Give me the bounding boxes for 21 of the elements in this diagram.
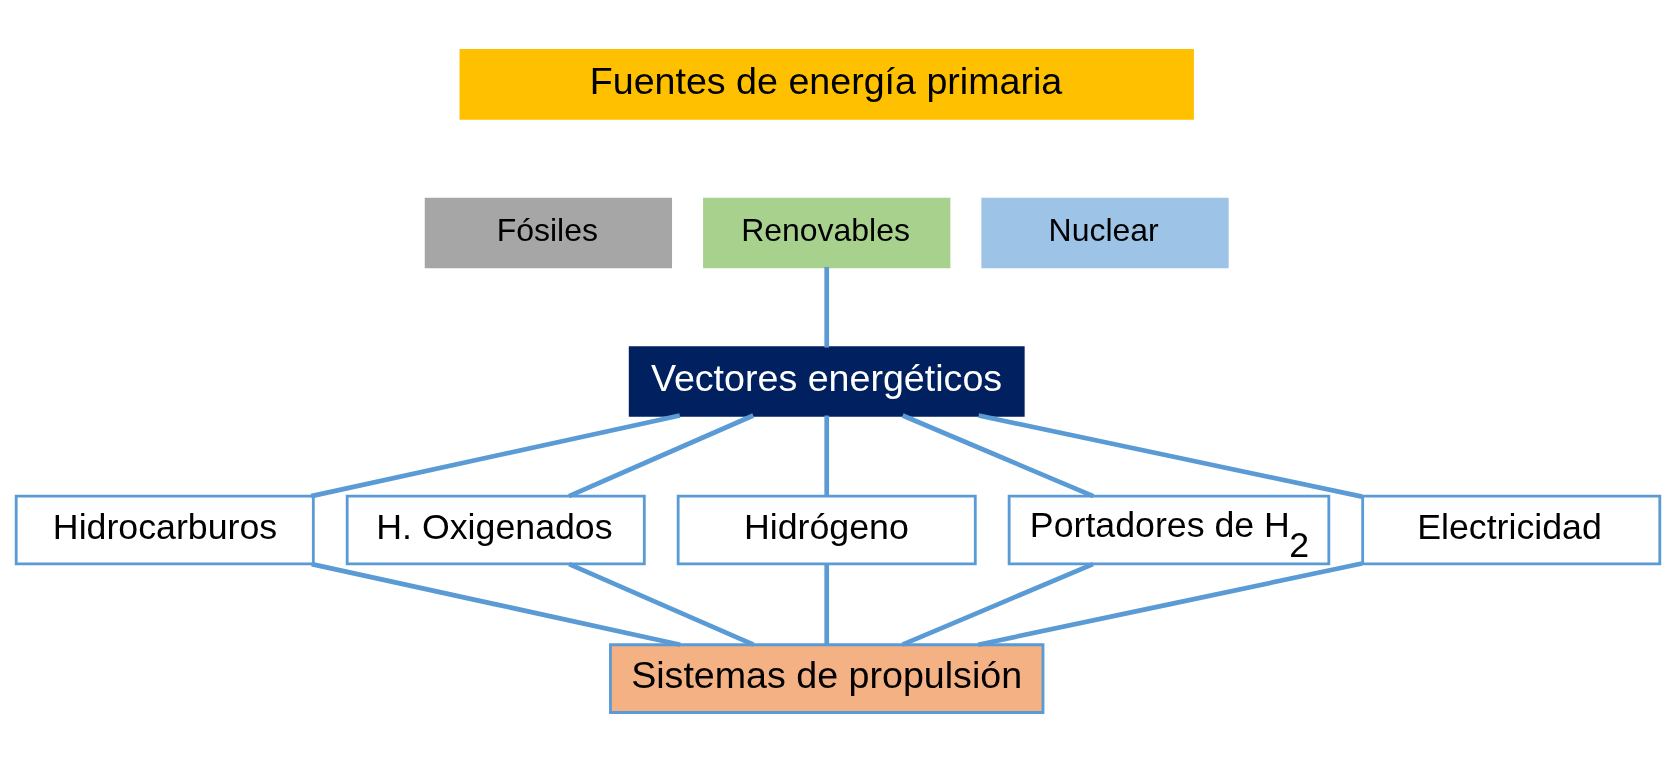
connector <box>901 412 1095 498</box>
node-box: Renovables <box>703 197 951 268</box>
node-box: Vectores energéticos <box>628 345 1025 417</box>
node-box: Sistemas de propulsión <box>609 642 1045 714</box>
connector <box>824 563 830 645</box>
node-box: Hidrógeno <box>676 494 977 565</box>
node-box: Fuentes de energía primaria <box>459 48 1194 120</box>
connector <box>568 561 755 647</box>
connector <box>978 412 1363 499</box>
connector <box>824 415 830 496</box>
connector <box>311 561 681 647</box>
node-box: Fósiles <box>424 197 673 268</box>
connector <box>568 412 755 498</box>
node-box: Hidrocarburos <box>14 494 315 565</box>
node-box: Nuclear <box>981 197 1229 268</box>
connector <box>310 412 681 498</box>
node-box: H. Oxigenados <box>345 494 646 565</box>
connector <box>824 266 830 348</box>
connector <box>977 560 1363 647</box>
node-box: Electricidad <box>1361 494 1662 565</box>
connector <box>901 561 1094 647</box>
